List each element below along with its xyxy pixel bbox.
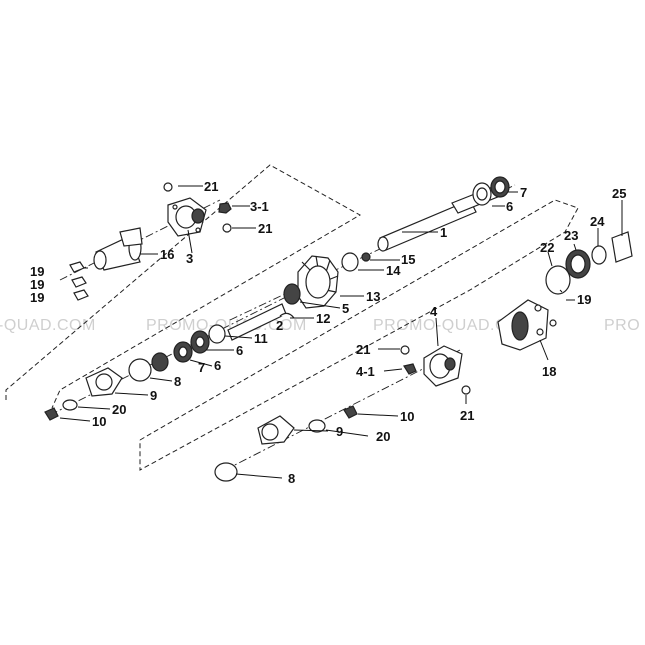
group-frame-upper xyxy=(5,164,362,409)
ring-8-upper xyxy=(128,358,152,382)
callout-19: 19 xyxy=(30,277,44,292)
callout-23: 23 xyxy=(564,228,578,243)
callout-7: 7 xyxy=(198,360,205,375)
callout-9: 9 xyxy=(150,388,157,403)
callout-2: 2 xyxy=(276,318,283,333)
callout-4-1: 4-1 xyxy=(356,364,375,379)
callout-6: 6 xyxy=(214,358,221,373)
washer-14 xyxy=(341,252,359,272)
callout-3-1: 3-1 xyxy=(250,199,269,214)
circlip-12 xyxy=(279,312,295,319)
callout-10: 10 xyxy=(92,414,106,429)
callout-19: 19 xyxy=(30,290,44,305)
washer-24 xyxy=(591,245,607,265)
yoke-upper xyxy=(85,367,123,397)
callout-14: 14 xyxy=(386,263,401,278)
callout-6: 6 xyxy=(506,199,513,214)
callout-21: 21 xyxy=(356,342,370,357)
callout-10: 10 xyxy=(400,409,414,424)
nut-15 xyxy=(361,252,371,262)
washer-20-lower xyxy=(308,419,326,433)
nut-10-lower xyxy=(343,405,358,419)
o-ring xyxy=(400,345,410,355)
axis-lower xyxy=(224,349,461,471)
bearing-5 xyxy=(283,283,301,305)
flange-housing xyxy=(167,197,207,237)
callout-21: 21 xyxy=(460,408,474,423)
o-ring xyxy=(163,182,173,192)
callout-21: 21 xyxy=(204,179,218,194)
callout-15: 15 xyxy=(401,252,415,267)
callout-24: 24 xyxy=(590,214,605,229)
callout-20: 20 xyxy=(376,429,390,444)
bevel-gear xyxy=(297,255,339,309)
seal-left xyxy=(151,352,169,372)
o-ring xyxy=(222,223,232,233)
callout-12: 12 xyxy=(316,311,330,326)
nut-4-1 xyxy=(403,363,417,375)
washer-20-upper xyxy=(62,399,78,411)
callout-4: 4 xyxy=(430,304,438,319)
leader-lines xyxy=(59,185,623,479)
callout-25: 25 xyxy=(612,186,626,201)
group-frame-lower xyxy=(139,199,579,471)
callout-13: 13 xyxy=(366,289,380,304)
bearing-7-inner xyxy=(178,346,188,358)
rear-housing xyxy=(497,299,557,351)
callout-19: 19 xyxy=(30,264,44,279)
flange-housing-lower xyxy=(423,345,463,387)
callout-8: 8 xyxy=(288,471,295,486)
callout-9: 9 xyxy=(336,424,343,439)
nut-3-1 xyxy=(218,202,232,214)
callout-3: 3 xyxy=(186,251,193,266)
callout-16: 16 xyxy=(160,247,174,262)
o-ring xyxy=(461,385,471,395)
seal-23 xyxy=(565,249,591,279)
watermark: -QUAD.COM xyxy=(0,317,96,334)
callout-1: 1 xyxy=(440,225,447,240)
yoke-lower xyxy=(257,415,295,445)
callout-19: 19 xyxy=(577,292,591,307)
callout-11: 11 xyxy=(254,331,268,346)
ring-8-lower xyxy=(214,462,238,482)
callout-6: 6 xyxy=(236,343,243,358)
callout-21: 21 xyxy=(258,221,272,236)
bearing-top xyxy=(472,176,510,206)
callout-8: 8 xyxy=(174,374,181,389)
bracket-25 xyxy=(611,231,633,263)
callout-7: 7 xyxy=(520,185,527,200)
bearing-11 xyxy=(208,324,226,344)
callout-20: 20 xyxy=(112,402,126,417)
o-ring-22 xyxy=(545,265,571,295)
callout-5: 5 xyxy=(342,301,349,316)
callout-18: 18 xyxy=(542,364,556,379)
bearing-6-inner xyxy=(195,336,205,348)
bolts-left xyxy=(69,261,89,301)
nut-10-upper xyxy=(44,407,59,421)
callout-22: 22 xyxy=(540,240,554,255)
watermark: PRO xyxy=(604,317,640,334)
housing-cylinder xyxy=(93,227,143,271)
